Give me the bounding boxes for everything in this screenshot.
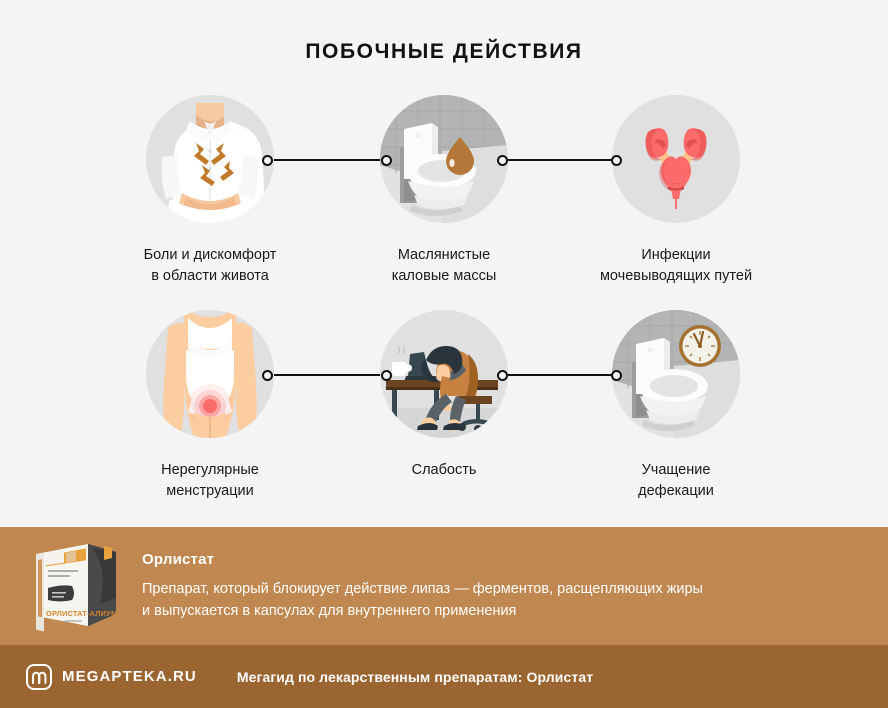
connector-bar xyxy=(272,374,382,376)
product-banner: ОРЛИСТАТ-АЛИУМ Орлистат Препарат, которы… xyxy=(0,527,888,645)
connector-node xyxy=(262,369,273,381)
product-banner-text: Орлистат Препарат, который блокирует дей… xyxy=(142,551,703,622)
connector-line-2 xyxy=(497,154,622,166)
side-effect-item-weakness: Слабость xyxy=(329,310,559,481)
page-title: ПОБОЧНЫЕ ДЕЙСТВИЯ xyxy=(305,40,583,63)
svg-text:ОРЛИСТАТ-АЛИУМ: ОРЛИСТАТ-АЛИУМ xyxy=(46,609,117,618)
side-effect-caption: Маслянистые каловые массы xyxy=(391,247,497,284)
connector-line-4 xyxy=(497,369,622,381)
side-effects-row-2: Нерегулярные менструации xyxy=(0,310,888,525)
connector-node xyxy=(381,154,392,166)
side-effect-caption: Боли и дискомфорт в области живота xyxy=(143,247,277,284)
fatigue-desk-icon xyxy=(380,310,508,438)
toilet-oily-stool-icon xyxy=(380,95,508,223)
product-description: Препарат, который блокирует действие лип… xyxy=(142,580,703,619)
site-footer: MEGAPTEKA.RU Мегагид по лекарственным пр… xyxy=(0,645,888,708)
side-effects-row-1: Боли и дискомфорт в области живота xyxy=(0,95,888,310)
side-effect-caption: Учащение дефекации xyxy=(638,462,714,499)
connector-node xyxy=(611,154,622,166)
connector-node xyxy=(262,154,273,166)
side-effect-item-irregular-menstruation: Нерегулярные менструации xyxy=(95,310,325,502)
connector-node xyxy=(497,154,508,166)
side-effect-item-frequent-defecation: Учащение дефекации xyxy=(561,310,791,502)
irregular-menstruation-icon xyxy=(146,310,274,438)
footer-caption: Мегагид по лекарственным препаратам: Орл… xyxy=(236,668,594,685)
side-effects-grid: Боли и дискомфорт в области живота xyxy=(0,95,888,525)
connector-node xyxy=(381,369,392,381)
brand-name[interactable]: MEGAPTEKA.RU xyxy=(62,668,197,685)
connector-line-1 xyxy=(262,154,392,166)
side-effect-caption: Слабость xyxy=(411,462,477,478)
megapteka-m-logo-icon[interactable] xyxy=(26,663,52,690)
product-name: Орлистат xyxy=(142,550,215,568)
connector-bar xyxy=(507,159,612,161)
connector-node xyxy=(497,369,508,381)
side-effect-item-urinary-infection: Инфекции мочевыводящих путей xyxy=(561,95,791,287)
urinary-tract-icon xyxy=(612,95,740,223)
orlistat-box-image: ОРЛИСТАТ-АЛИУМ xyxy=(26,540,124,632)
side-effect-item-abdominal-pain: Боли и дискомфорт в области живота xyxy=(95,95,325,287)
toilet-clock-icon xyxy=(612,310,740,438)
connector-node xyxy=(611,369,622,381)
side-effect-caption: Нерегулярные менструации xyxy=(161,462,259,499)
side-effect-caption: Инфекции мочевыводящих путей xyxy=(599,247,753,284)
abdominal-pain-icon xyxy=(146,95,274,223)
connector-bar xyxy=(507,374,612,376)
side-effect-item-oily-stool: Маслянистые каловые массы xyxy=(329,95,559,287)
connector-line-3 xyxy=(262,369,392,381)
connector-bar xyxy=(272,159,382,161)
